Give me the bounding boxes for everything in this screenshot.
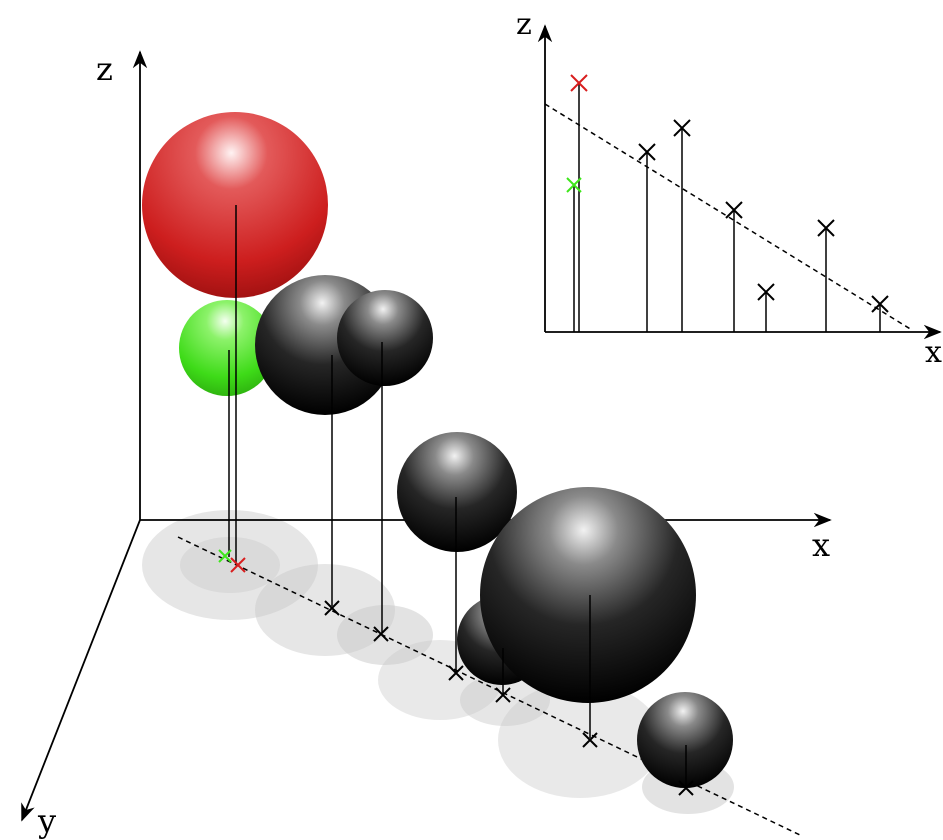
sphere-black-2 xyxy=(337,290,433,386)
shadow-red-green xyxy=(142,510,318,620)
shadow-black-5 xyxy=(498,682,662,798)
sphere-red xyxy=(142,112,328,298)
ground-markers xyxy=(218,549,694,796)
inset-marker-black-3 xyxy=(725,201,743,219)
ground-marker-black-4 xyxy=(495,687,511,703)
shadow-red-green-inner xyxy=(180,537,280,593)
inset-stems xyxy=(573,83,881,332)
ground-marker-black-2 xyxy=(373,626,389,642)
inset-marker-black-1 xyxy=(638,143,656,161)
ground-regression-line xyxy=(177,536,801,836)
inset-marker-black-5 xyxy=(817,219,835,237)
inset-projection: z x xyxy=(516,7,942,370)
main-x-axis-label: x xyxy=(812,526,830,564)
sphere-black-6 xyxy=(637,692,733,788)
inset-regression-line xyxy=(544,103,913,331)
ground-marker-red xyxy=(230,557,246,573)
inset-x-axis-label: x xyxy=(925,335,942,370)
inset-marker-black-2 xyxy=(673,119,691,137)
ground-marker-black-3 xyxy=(448,665,464,681)
y-axis xyxy=(21,519,141,822)
inset-marker-red xyxy=(570,74,588,92)
inset-marker-green xyxy=(566,177,582,193)
shadow-black-2 xyxy=(337,605,433,665)
sphere-black-5 xyxy=(480,487,696,703)
inset-z-axis-label: z xyxy=(516,7,532,42)
inset-marker-black-4 xyxy=(757,283,775,301)
ground-marker-green xyxy=(218,549,232,563)
inset-markers xyxy=(566,74,889,313)
ground-marker-black-5 xyxy=(582,732,598,748)
ground-marker-black-1 xyxy=(324,600,340,616)
shadow-black-4 xyxy=(460,674,550,726)
sphere-green xyxy=(179,300,275,396)
main-y-axis-label: y xyxy=(37,802,56,840)
sphere-black-3 xyxy=(397,432,517,552)
drop-lines xyxy=(228,205,687,787)
ground-marker-black-6 xyxy=(678,780,694,796)
main-z-axis-label: z xyxy=(96,50,113,88)
inset-marker-black-6 xyxy=(871,295,889,313)
